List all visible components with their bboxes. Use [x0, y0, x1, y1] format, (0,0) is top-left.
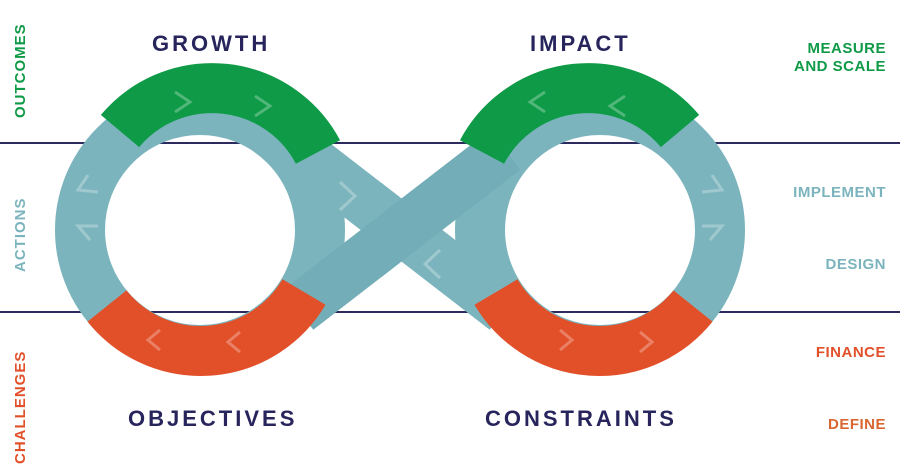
flow-chevrons [74, 90, 726, 354]
label-constraints: CONSTRAINTS [485, 406, 677, 431]
side-label-measure-and-scale: MEASURE AND SCALE [794, 40, 886, 76]
band-label-outcomes: OUTCOMES [12, 23, 29, 118]
divider-top [0, 142, 900, 144]
objectives-arc [87, 278, 326, 376]
label-impact: IMPACT [530, 31, 631, 56]
crossing-band-b [282, 130, 521, 330]
side-label-define: DEFINE [827, 416, 886, 433]
side-label-design: DESIGN [825, 256, 886, 273]
side-label-measure-line2: AND SCALE [793, 58, 886, 75]
side-label-measure-line1: MEASURE [807, 40, 886, 57]
side-label-implement: IMPLEMENT [793, 184, 886, 201]
band-label-actions: ACTIONS [12, 197, 29, 273]
label-growth: GROWTH [152, 31, 271, 56]
growth-arc [100, 63, 341, 165]
constraints-arc [474, 278, 713, 376]
band-label-challenges: CHALLENGES [12, 350, 29, 464]
divider-bottom [0, 311, 900, 313]
label-objectives: OBJECTIVES [128, 406, 298, 431]
side-label-finance: FINANCE [815, 344, 886, 361]
impact-arc [459, 63, 700, 165]
